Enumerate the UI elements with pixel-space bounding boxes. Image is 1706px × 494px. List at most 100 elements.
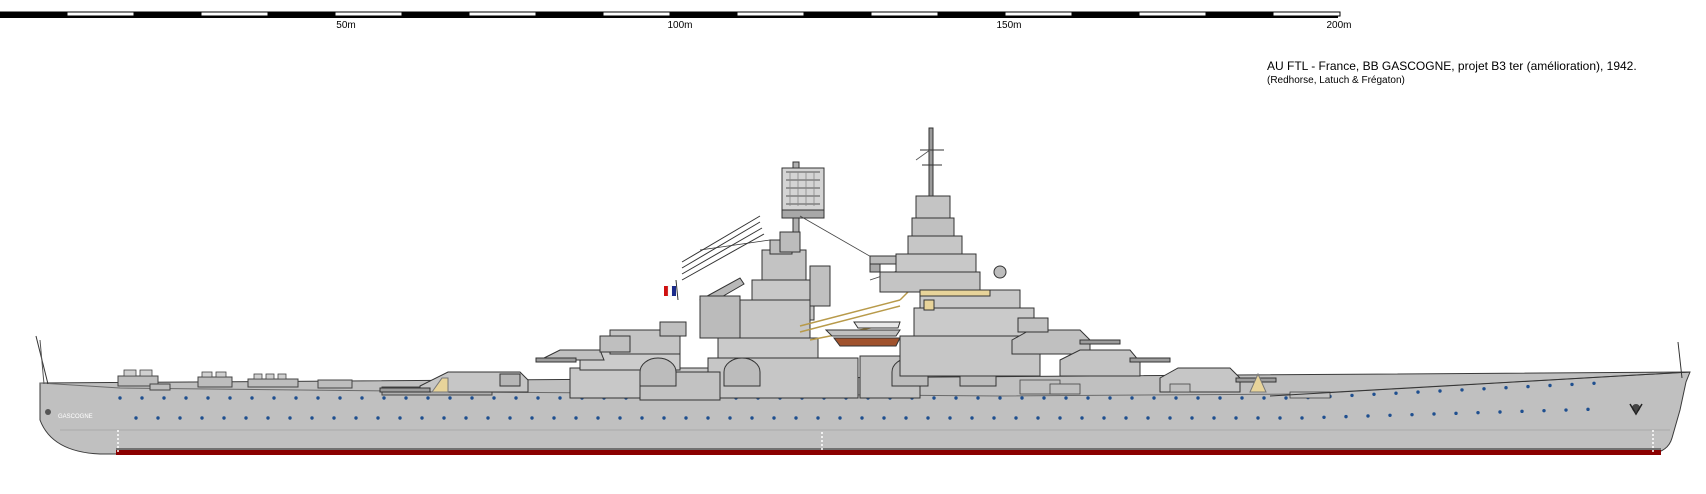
- drawing-credit: (Redhorse, Latuch & Frégaton): [1267, 75, 1405, 86]
- scale-segment: [535, 11, 604, 17]
- porthole: [1020, 396, 1024, 400]
- aft-deck-fittings: [117, 375, 353, 391]
- porthole: [134, 416, 138, 420]
- hull-name-text: GASCOGNE: [58, 414, 93, 420]
- porthole: [932, 396, 936, 400]
- porthole: [1080, 416, 1084, 420]
- porthole: [272, 396, 276, 400]
- scale-label-100m: 100m: [667, 20, 693, 31]
- scale-label-150m: 150m: [996, 20, 1022, 31]
- porthole: [1130, 396, 1134, 400]
- porthole: [338, 396, 342, 400]
- porthole: [530, 416, 534, 420]
- drawing-title: AU FTL - France, BB GASCOGNE, projet B3 …: [1267, 59, 1637, 73]
- porthole: [222, 416, 226, 420]
- porthole: [706, 416, 710, 420]
- scale-segment: [1004, 11, 1073, 17]
- porthole: [640, 416, 644, 420]
- scale-label-200m: 200m: [1326, 20, 1352, 31]
- forward-tower: [869, 127, 1041, 377]
- porthole: [1372, 392, 1376, 396]
- porthole: [1388, 413, 1392, 417]
- porthole: [948, 416, 952, 420]
- porthole: [156, 416, 160, 420]
- porthole: [266, 416, 270, 420]
- aft-main-turret: [379, 371, 529, 396]
- porthole: [162, 396, 166, 400]
- porthole: [492, 396, 496, 400]
- porthole: [904, 416, 908, 420]
- boot-top: [116, 450, 1661, 455]
- porthole: [1058, 416, 1062, 420]
- porthole: [398, 416, 402, 420]
- porthole: [1416, 390, 1420, 394]
- scale-segment: [66, 11, 135, 17]
- porthole: [354, 416, 358, 420]
- porthole: [1124, 416, 1128, 420]
- porthole: [1564, 408, 1568, 412]
- scale-segment: [0, 11, 68, 17]
- porthole: [976, 396, 980, 400]
- scale-segment: [1138, 11, 1207, 17]
- scale-segment: [200, 11, 269, 17]
- porthole: [514, 396, 518, 400]
- scale-segment: [1272, 11, 1341, 17]
- porthole: [404, 396, 408, 400]
- porthole: [332, 416, 336, 420]
- porthole: [1460, 388, 1464, 392]
- porthole: [1344, 414, 1348, 419]
- porthole: [1086, 396, 1090, 400]
- porthole: [486, 416, 490, 420]
- scale-segment: [1205, 11, 1274, 17]
- porthole: [1240, 396, 1244, 400]
- porthole: [1482, 387, 1486, 391]
- porthole: [1196, 396, 1200, 400]
- porthole: [1256, 416, 1260, 420]
- porthole: [1410, 412, 1414, 417]
- porthole: [1218, 396, 1222, 400]
- ships-boats: [824, 321, 901, 347]
- porthole: [926, 416, 930, 420]
- porthole: [1152, 396, 1156, 400]
- aft-tower-mast: [681, 161, 831, 379]
- porthole: [1146, 416, 1150, 420]
- porthole: [1570, 382, 1574, 387]
- porthole: [1592, 381, 1596, 385]
- porthole: [1520, 409, 1524, 414]
- stern-hawse-icon: [45, 409, 51, 415]
- porthole: [288, 416, 292, 420]
- scale-segment: [401, 11, 470, 17]
- porthole: [426, 396, 430, 400]
- scale-segment: [937, 11, 1006, 17]
- porthole: [1014, 416, 1018, 420]
- porthole: [294, 396, 298, 400]
- porthole: [1548, 383, 1552, 388]
- porthole: [1212, 416, 1216, 420]
- porthole: [618, 416, 622, 420]
- porthole: [376, 416, 380, 420]
- forecastle-line: [1269, 371, 1691, 397]
- porthole: [310, 416, 314, 420]
- porthole: [998, 396, 1002, 400]
- porthole: [1190, 416, 1194, 420]
- porthole: [1300, 416, 1304, 420]
- porthole: [206, 396, 210, 400]
- porthole: [464, 416, 468, 420]
- scale-segment: [803, 11, 872, 17]
- porthole: [200, 416, 204, 420]
- porthole: [574, 416, 578, 420]
- porthole: [970, 416, 974, 420]
- porthole: [470, 396, 474, 400]
- scale-segment: [468, 11, 537, 17]
- french-flag-icon: [664, 279, 679, 301]
- porthole: [1284, 396, 1288, 400]
- porthole: [1476, 410, 1480, 415]
- porthole: [1064, 396, 1068, 400]
- porthole: [882, 416, 886, 420]
- porthole: [1454, 411, 1458, 416]
- porthole: [1036, 416, 1040, 420]
- porthole: [442, 416, 446, 420]
- porthole: [1366, 414, 1370, 418]
- anchor-icon: [1629, 403, 1643, 416]
